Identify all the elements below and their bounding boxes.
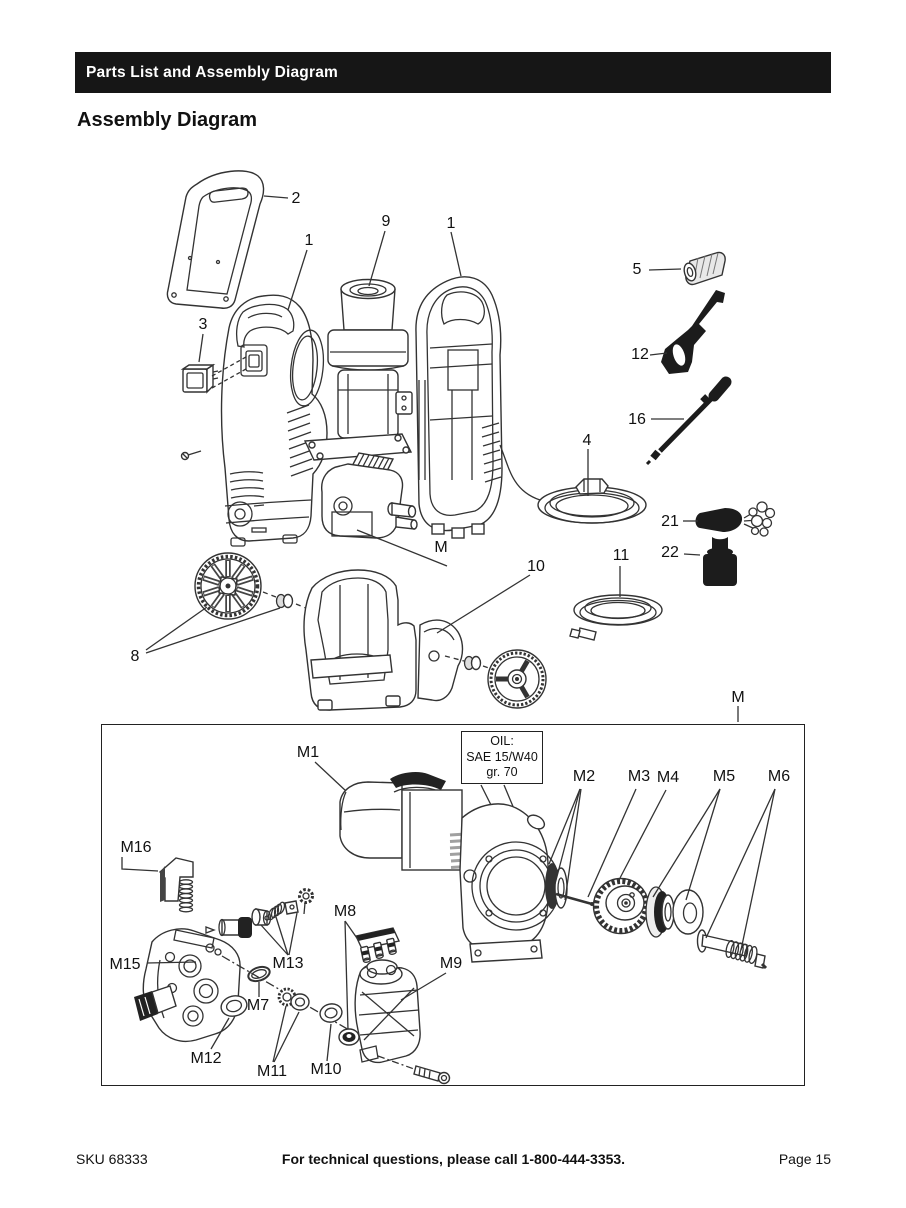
part-callout-M15: M15 xyxy=(109,956,141,973)
footer-sku: SKU 68333 xyxy=(76,1151,148,1167)
part-callout-M12: M12 xyxy=(190,1050,222,1067)
exploded-axis-line xyxy=(221,955,357,1035)
manifold-drawing xyxy=(354,959,451,1085)
motor-cap-part-drawing xyxy=(327,230,409,371)
part-callout-21: 21 xyxy=(661,513,679,530)
page-header-bar: Parts List and Assembly Diagram xyxy=(75,52,831,93)
bearing-rings-drawing xyxy=(545,788,667,909)
valve-parts-drawing xyxy=(251,888,314,956)
screw-drawing xyxy=(180,450,202,461)
motor-pump-assembly-drawing xyxy=(303,369,448,567)
oil-note-line2: SAE 15/W40 xyxy=(466,749,538,764)
pump-motor-drawing xyxy=(314,761,561,963)
part-callout-M13: M13 xyxy=(272,955,304,972)
part-callout-9: 9 xyxy=(381,213,391,230)
section-title: Assembly Diagram xyxy=(77,109,258,131)
part-callout-M8: M8 xyxy=(333,903,357,920)
lance-part-drawing xyxy=(645,376,732,466)
washers-drawing xyxy=(272,987,310,1063)
part-callout-10: 10 xyxy=(527,558,545,575)
part-callout-M3: M3 xyxy=(627,768,651,785)
part-callout-M7: M7 xyxy=(246,997,270,1014)
pump-head-drawing xyxy=(134,917,252,1043)
hose2-part-drawing xyxy=(569,566,663,641)
part-callout-12: 12 xyxy=(631,346,649,363)
bottle-part-drawing xyxy=(683,537,737,586)
part-callout-M: M xyxy=(434,539,448,556)
seal-drawing xyxy=(319,1003,343,1062)
part-callout-M4: M4 xyxy=(656,769,680,786)
main-assembly-illustration xyxy=(145,170,776,722)
footer-support-text: For technical questions, please call 1-8… xyxy=(281,1151,626,1167)
part-callout-M10: M10 xyxy=(310,1061,342,1078)
pump-assembly-illustration xyxy=(121,761,776,1085)
spray-gun-part-drawing xyxy=(649,290,725,374)
piston-spring-drawing xyxy=(696,788,776,970)
part-callout-8: 8 xyxy=(130,648,140,665)
handle-part-drawing xyxy=(166,170,289,309)
brush-part-drawing xyxy=(121,857,194,913)
check-valves-drawing xyxy=(338,920,401,1046)
o-ring-drawing xyxy=(247,965,271,997)
part-callout-M2: M2 xyxy=(572,768,596,785)
oil-seal-drawing xyxy=(210,995,248,1050)
part-callout-2: 2 xyxy=(291,190,301,207)
part-callout-M11: M11 xyxy=(257,1063,287,1080)
hose-part-drawing xyxy=(499,444,647,524)
switch-part-drawing xyxy=(180,333,247,394)
oil-note-line1: OIL: xyxy=(490,734,514,748)
footer-page-number: Page 15 xyxy=(778,1151,831,1167)
oil-note-box: OIL: SAE 15/W40 gr. 70 xyxy=(461,731,543,784)
part-callout-1: 1 xyxy=(304,232,314,249)
rear-housing-part-drawing xyxy=(415,231,503,539)
part-callout-5: 5 xyxy=(632,261,642,278)
part-callout-11: 11 xyxy=(612,547,630,564)
base-housing-part-drawing xyxy=(303,569,547,711)
page-footer: For technical questions, please call 1-8… xyxy=(76,1151,831,1169)
part-callout-22: 22 xyxy=(661,544,679,561)
part-callout-M9: M9 xyxy=(439,955,463,972)
wheel-part-drawing xyxy=(145,552,331,654)
part-callout-M16: M16 xyxy=(120,839,152,856)
part-callout-16: 16 xyxy=(628,411,646,428)
gear-drawing xyxy=(592,877,650,935)
part-callout-M6: M6 xyxy=(767,768,791,785)
front-housing-part-drawing xyxy=(220,249,328,547)
part-callout-1: 1 xyxy=(446,215,456,232)
seal-stack-drawing xyxy=(645,788,721,938)
header-bar-title: Parts List and Assembly Diagram xyxy=(86,63,338,81)
pump-box-label: M xyxy=(731,689,745,706)
part-callout-3: 3 xyxy=(198,316,208,333)
part-callout-M1: M1 xyxy=(296,744,320,761)
nozzle-part-drawing xyxy=(648,251,726,286)
part-callout-4: 4 xyxy=(582,432,592,449)
foam-nozzle-part-drawing xyxy=(683,501,776,537)
part-callout-M5: M5 xyxy=(712,768,736,785)
oil-note-line3: gr. 70 xyxy=(486,765,518,779)
